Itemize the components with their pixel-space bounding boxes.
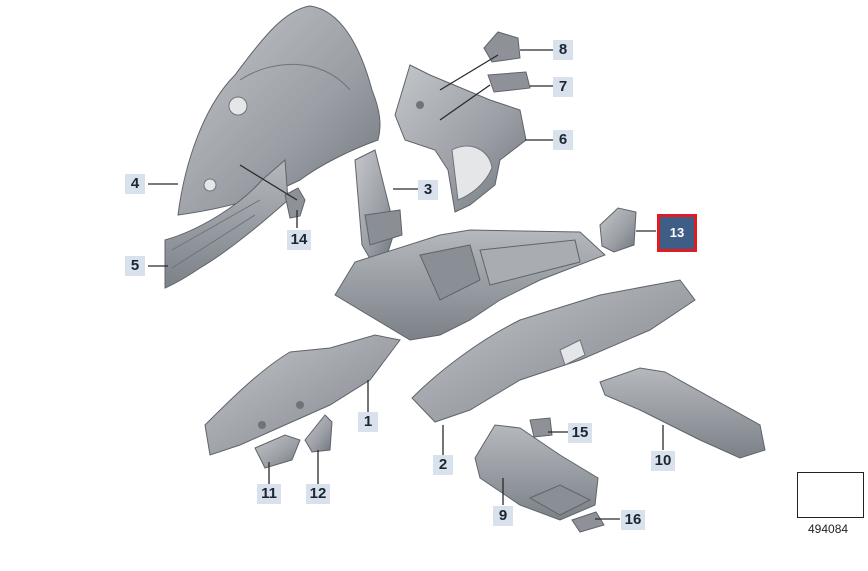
part-9-rear-box[interactable]	[474, 424, 599, 521]
part-7-bracket[interactable]	[487, 71, 531, 93]
part-11-bracket[interactable]	[254, 434, 301, 469]
callout-5[interactable]: 5	[125, 256, 145, 276]
floor-assembly	[334, 229, 606, 341]
callout-7[interactable]: 7	[553, 77, 573, 97]
callout-11[interactable]: 11	[257, 484, 281, 504]
part-10-rear-rail[interactable]	[599, 367, 766, 459]
leader-lines	[148, 49, 664, 520]
callout-12[interactable]: 12	[306, 484, 330, 504]
part-14-bracket[interactable]	[284, 187, 306, 219]
callout-3[interactable]: 3	[418, 180, 438, 200]
part-4-wheel-arch[interactable]	[177, 5, 381, 216]
callout-1[interactable]: 1	[358, 412, 378, 432]
part-5-lower-panel[interactable]	[164, 158, 289, 289]
callout-4[interactable]: 4	[125, 174, 145, 194]
part-2-side-member-right[interactable]	[411, 279, 696, 423]
reference-number: 494084	[808, 522, 849, 536]
part-15-clip[interactable]	[529, 417, 553, 438]
part-3-pillar[interactable]	[354, 149, 403, 263]
reference-box	[797, 472, 864, 518]
part-6-rear-panel[interactable]	[394, 64, 527, 213]
callout-8[interactable]: 8	[553, 40, 573, 60]
callout-10[interactable]: 10	[651, 451, 675, 471]
callout-14[interactable]: 14	[287, 230, 311, 250]
callout-6[interactable]: 6	[553, 130, 573, 150]
callout-13-selected[interactable]: 13	[657, 214, 697, 252]
callout-15[interactable]: 15	[568, 423, 592, 443]
callout-2[interactable]: 2	[433, 455, 453, 475]
part-8-bracket[interactable]	[483, 31, 521, 63]
callout-16[interactable]: 16	[621, 510, 645, 530]
part-12-bracket[interactable]	[304, 414, 333, 453]
part-1-side-member-left[interactable]	[204, 334, 401, 456]
part-16-clip[interactable]	[571, 511, 605, 533]
callout-9[interactable]: 9	[493, 506, 513, 526]
part-13-mount[interactable]	[599, 207, 637, 253]
